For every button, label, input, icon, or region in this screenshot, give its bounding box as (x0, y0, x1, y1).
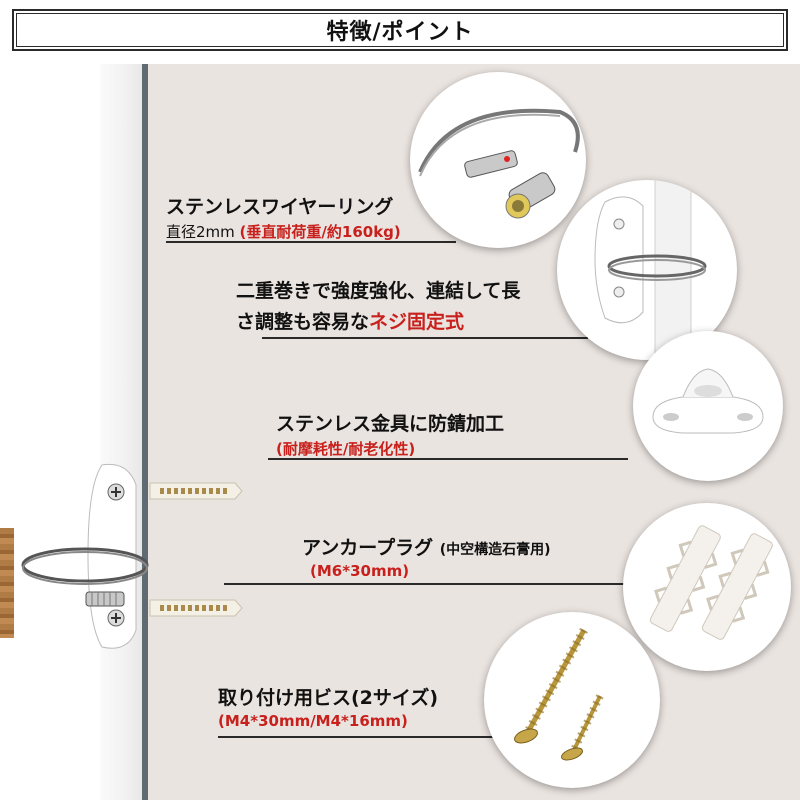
feature-3-spec: (耐摩耗性/耐老化性) (276, 438, 504, 459)
bracket-wire-circle (557, 180, 737, 360)
page-title: 特徴/ポイント (326, 20, 474, 45)
wire-ring-icon (418, 108, 580, 219)
anchor-plug-icon (649, 525, 773, 640)
feature-1-leader-line (166, 241, 456, 243)
feature-3-title: ステンレス金具に防錆加工 (276, 413, 505, 435)
wall-section (100, 64, 144, 800)
feature-2-line2-prefix: さ調整も容易な (236, 311, 370, 333)
left-blank-area (0, 64, 100, 800)
feature-1-title: ステンレスワイヤーリング (166, 196, 394, 218)
feature-4-title-small: (中空構造石膏用) (439, 542, 551, 558)
feature-2-line1: 二重巻きで強度強化、連結して長 (236, 280, 521, 302)
feature-1-spec-prefix: 直径2mm (166, 223, 240, 241)
wall-edge-line (142, 64, 148, 800)
installed-bracket-icon (21, 463, 243, 649)
metal-bracket-icon (652, 368, 764, 434)
feature-5-spec-red: (M4*30mm/M4*16mm) (218, 712, 408, 730)
feature-3-leader-line (268, 458, 628, 460)
feature-5-leader-line (218, 736, 506, 738)
upper-anchor-icon (149, 482, 243, 500)
feature-4-title: アンカープラグ (中空構造石膏用) (302, 533, 551, 560)
lower-anchor-icon (149, 599, 243, 617)
wire-ring-circle (410, 72, 586, 248)
bracket-with-wire-icon (594, 180, 707, 360)
feature-4-title-main: アンカープラグ (302, 537, 434, 559)
feature-2-line2-red: ネジ固定式 (369, 311, 465, 333)
screw-icon (514, 627, 604, 761)
feature-5-title: 取り付け用ビス(2サイズ) (218, 687, 439, 709)
feature-4-leader-line (224, 583, 628, 585)
feature-anchor-plug: アンカープラグ (中空構造石膏用) (M6*30mm) (302, 533, 551, 580)
feature-5-spec: (M4*30mm/M4*16mm) (218, 712, 438, 730)
feature-wire-ring: ステンレスワイヤーリング 直径2mm (垂直耐荷重/約160kg) (166, 192, 401, 242)
installed-bracket-illustration (10, 455, 270, 655)
feature-4-spec: (M6*30mm) (310, 562, 551, 580)
feature-2-line2: さ調整も容易なネジ固定式 (236, 307, 520, 334)
feature-1-spec-red: (垂直耐荷重/約160kg) (239, 223, 401, 241)
anchor-plug-circle (623, 503, 791, 671)
feature-double-wrap: 二重巻きで強度強化、連結して長 さ調整も容易なネジ固定式 (236, 276, 520, 334)
feature-4-spec-red: (M6*30mm) (310, 562, 410, 580)
feature-1-spec: 直径2mm (垂直耐荷重/約160kg) (166, 221, 401, 242)
wood-panel (0, 528, 14, 638)
feature-rustproof: ステンレス金具に防錆加工 (耐摩耗性/耐老化性) (276, 409, 504, 459)
feature-2-leader-line (262, 337, 588, 339)
feature-screws: 取り付け用ビス(2サイズ) (M4*30mm/M4*16mm) (218, 683, 438, 730)
screws-circle (484, 612, 660, 788)
long-screw-icon (514, 627, 588, 744)
feature-3-spec-red: (耐摩耗性/耐老化性) (276, 440, 416, 458)
metal-bracket-circle (633, 331, 783, 481)
short-screw-icon (561, 694, 604, 761)
page-header: 特徴/ポイント (12, 9, 788, 51)
